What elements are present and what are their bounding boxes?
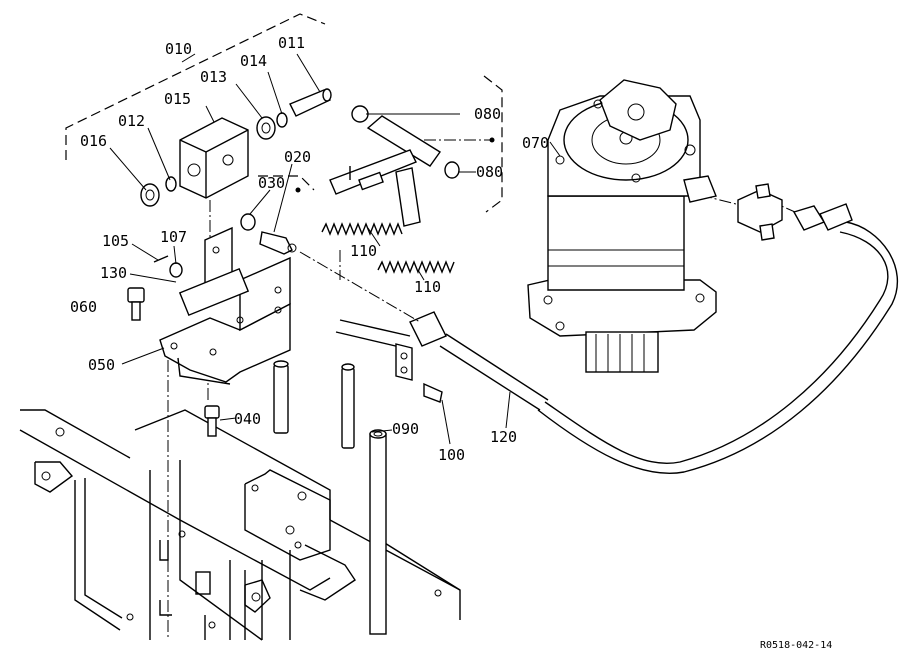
- label-020: 020: [284, 148, 311, 166]
- label-014: 014: [240, 52, 267, 70]
- group-boundary-080: [483, 75, 503, 213]
- label-060: 060: [70, 298, 97, 316]
- label-030: 030: [258, 174, 285, 192]
- stud-pillars: [273, 360, 355, 449]
- label-011: 011: [278, 34, 305, 52]
- label-040: 040: [234, 410, 261, 428]
- spring-110-upper: [321, 222, 403, 236]
- compressor-070: [527, 79, 717, 373]
- bolt-060: [127, 287, 145, 321]
- label-050: 050: [88, 356, 115, 374]
- cable-120: [335, 221, 898, 474]
- label-010: 010: [165, 40, 192, 58]
- leader-lines: [109, 53, 561, 445]
- label-013: 013: [200, 68, 227, 86]
- label-070: 070: [522, 134, 549, 152]
- label-110-lower: 110: [414, 278, 441, 296]
- o-ring-030: [240, 213, 256, 231]
- alignment-lines: [167, 139, 796, 640]
- bracket-050: [159, 226, 291, 385]
- label-105: 105: [102, 232, 129, 250]
- group-boundary-010: [65, 13, 326, 160]
- cable-end-020: [259, 231, 297, 255]
- rod-011: [289, 88, 332, 117]
- label-120: 120: [490, 428, 517, 446]
- bushing-013: [256, 116, 276, 140]
- label-130: 130: [100, 264, 127, 282]
- label-080-lower: 080: [476, 163, 503, 181]
- label-015: 015: [164, 90, 191, 108]
- label-090: 090: [392, 420, 419, 438]
- label-110-upper: 110: [350, 242, 377, 260]
- bolt-040: [204, 405, 220, 437]
- pin-105: [153, 255, 169, 263]
- label-080-upper: 080: [474, 105, 501, 123]
- label-012: 012: [118, 112, 145, 130]
- spring-110-lower: [377, 260, 455, 274]
- frame-chassis: [19, 409, 461, 641]
- ring-014: [276, 112, 288, 128]
- lever-assembly: [329, 105, 460, 227]
- label-100: 100: [438, 446, 465, 464]
- block-015: [179, 117, 249, 199]
- washer-107: [169, 262, 183, 278]
- label-107: 107: [160, 228, 187, 246]
- part-labels: 010 011 012 013 014 015 016 020 030 040 …: [70, 34, 549, 464]
- label-016: 016: [80, 132, 107, 150]
- fittings: [737, 183, 853, 241]
- shaft-090: [369, 429, 387, 635]
- drawing-reference-code: R0518-042-14: [760, 640, 832, 651]
- ring-012: [165, 176, 177, 192]
- clevis-pin-100: [395, 343, 443, 403]
